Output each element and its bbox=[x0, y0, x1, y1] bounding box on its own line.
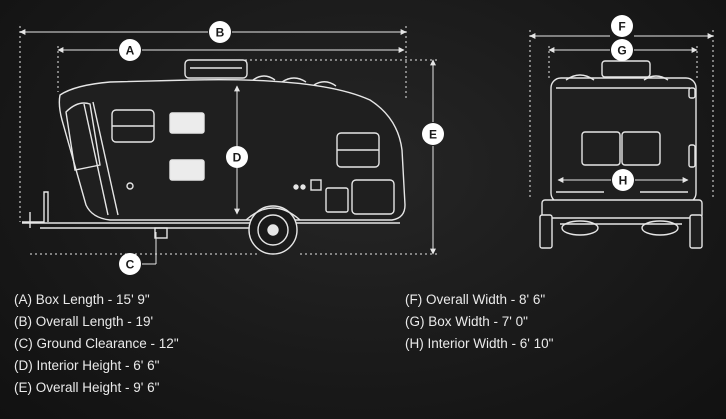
svg-text:B: B bbox=[216, 26, 225, 40]
legend-item-interior-height: (D) Interior Height - 6' 6" bbox=[14, 358, 160, 373]
legend-item-box-length: (A) Box Length - 15' 9" bbox=[14, 292, 150, 307]
side-view-trailer bbox=[22, 59, 406, 255]
rear-view-trailer bbox=[539, 60, 703, 249]
callout-C: C bbox=[119, 253, 141, 275]
callout-H: H bbox=[612, 169, 634, 191]
legend-item-overall-length: (B) Overall Length - 19' bbox=[14, 314, 154, 329]
rear-access-hatch bbox=[351, 179, 395, 215]
rear-wheel-right bbox=[641, 220, 679, 236]
callout-A: A bbox=[119, 39, 141, 61]
legend-item-box-width: (G) Box Width - 7' 0" bbox=[405, 314, 528, 329]
legend-item-interior-width: (H) Interior Width - 6' 10" bbox=[405, 336, 554, 351]
legend-item-ground-clearance: (C) Ground Clearance - 12" bbox=[14, 336, 179, 351]
rear-window-left bbox=[581, 131, 621, 166]
rear-leg-right bbox=[689, 214, 703, 249]
svg-text:F: F bbox=[618, 20, 625, 34]
dimension-legend-right: (F) Overall Width - 8' 6" (G) Box Width … bbox=[405, 289, 553, 355]
callout-G: G bbox=[611, 39, 633, 61]
side-window-lower-mid bbox=[169, 159, 205, 181]
side-window-upper-mid bbox=[169, 112, 205, 134]
dimension-legend-left: (A) Box Length - 15' 9" (B) Overall Leng… bbox=[14, 289, 179, 399]
side-view-dimensions bbox=[19, 26, 440, 265]
rear-roof-vent bbox=[601, 60, 651, 78]
svg-text:G: G bbox=[617, 44, 626, 58]
legend-item-overall-height: (E) Overall Height - 9' 6" bbox=[14, 380, 160, 395]
svg-text:A: A bbox=[126, 44, 135, 58]
rear-window-right bbox=[621, 131, 661, 166]
trailer-diagram: A B C D E F G H bbox=[19, 15, 714, 275]
svg-text:E: E bbox=[429, 128, 437, 142]
callout-B: B bbox=[209, 21, 231, 43]
roof-hatch-3 bbox=[313, 81, 337, 87]
trailer-tongue bbox=[22, 191, 49, 223]
side-view-front-window bbox=[65, 102, 101, 171]
roof-hatch-1 bbox=[252, 75, 276, 81]
roof-hatch-2 bbox=[281, 77, 307, 83]
callout-D: D bbox=[226, 146, 248, 168]
svg-text:D: D bbox=[233, 151, 242, 165]
rear-view-dimensions bbox=[529, 30, 714, 200]
callout-E: E bbox=[422, 123, 444, 145]
rear-leg-left bbox=[539, 214, 553, 249]
svg-text:H: H bbox=[619, 174, 628, 188]
svg-text:C: C bbox=[126, 258, 135, 272]
roof-vent bbox=[184, 59, 248, 79]
legend-item-overall-width: (F) Overall Width - 8' 6" bbox=[405, 292, 546, 307]
callout-F: F bbox=[611, 15, 633, 37]
rear-wheel-left bbox=[561, 220, 599, 236]
